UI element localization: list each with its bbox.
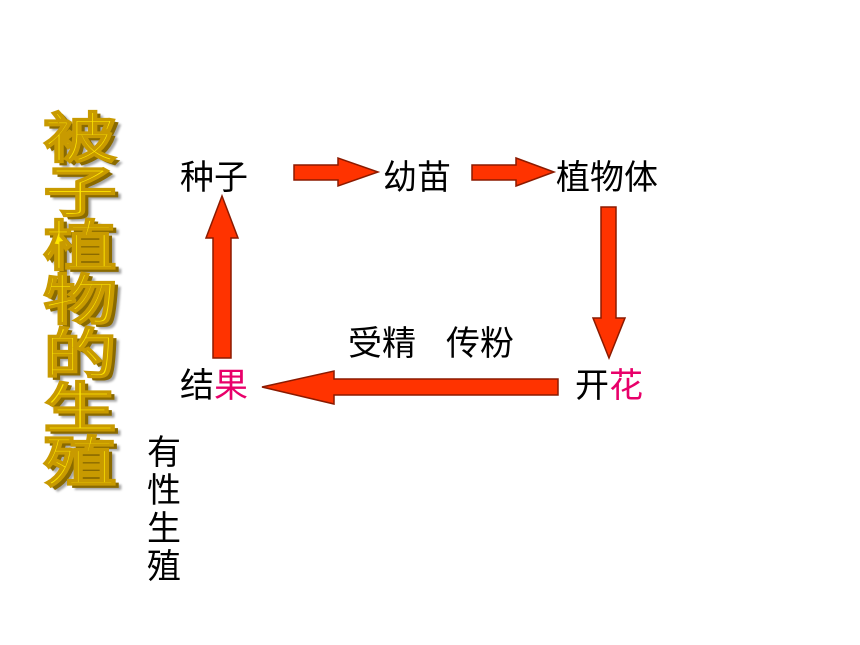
arrow-seed-to-seedling: [293, 156, 381, 188]
fruit-text: 结: [180, 366, 214, 406]
subtitle-char: 有: [147, 433, 181, 473]
node-fruit: 结果: [180, 366, 248, 406]
node-plant: 植物体: [556, 158, 658, 198]
fruit-highlight: 果: [214, 366, 248, 406]
node-flower: 开花: [575, 366, 643, 406]
subtitle-char: 殖: [147, 547, 181, 587]
title-char: 生: [43, 377, 118, 440]
title-char: 殖: [43, 431, 118, 494]
node-seedling: 幼苗: [383, 158, 451, 198]
label-fertilization: 受精: [348, 324, 416, 364]
title-char: 子: [43, 161, 118, 224]
label-pollination: 传粉: [446, 324, 514, 364]
arrow-fruit-to-seed: [204, 193, 240, 359]
title-char: 被: [43, 107, 118, 170]
title-char: 物: [43, 269, 118, 332]
arrow-flower-to-fruit: [261, 370, 559, 405]
flower-highlight: 花: [609, 366, 643, 406]
flower-text: 开: [575, 366, 609, 406]
vertical-title: 被 子 植 物 的 生 殖: [30, 107, 130, 494]
title-char: 的: [43, 323, 118, 386]
arrow-seedling-to-plant: [471, 156, 557, 188]
subtitle-char: 生: [147, 509, 181, 549]
arrow-plant-to-flower: [591, 206, 627, 361]
title-char: 植: [43, 215, 118, 278]
node-seed: 种子: [180, 158, 248, 198]
subtitle-char: 性: [147, 471, 181, 511]
subtitle-sexual-reproduction: 有 性 生 殖: [144, 434, 184, 586]
